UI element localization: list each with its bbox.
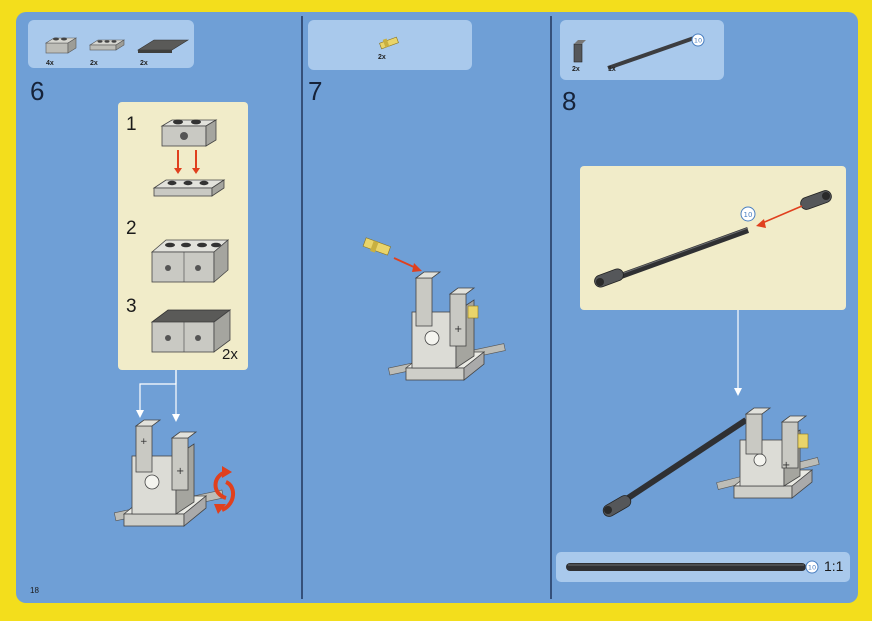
length-tag-icon: 10 — [805, 560, 819, 574]
step6-parts-illustrations — [44, 37, 190, 54]
step6-subassembly-callout: 1 2 3 2x — [118, 102, 248, 370]
step6-parts-list: 4x 2x 2x — [28, 20, 194, 68]
technic-pin-icon — [362, 237, 391, 256]
axle-icon — [614, 417, 748, 509]
column-divider-left — [301, 16, 303, 599]
part-qty: 2x — [90, 60, 98, 67]
substep-number: 3 — [126, 296, 137, 317]
svg-text:+: + — [176, 466, 184, 477]
brick-assembly-icon — [150, 239, 230, 283]
axle-icon — [608, 227, 750, 283]
step-number: 7 — [308, 76, 323, 106]
step8-subassembly-callout: 10 — [580, 166, 846, 310]
step7-parts-list: 2x — [308, 20, 472, 70]
part-qty: 2x — [572, 66, 580, 73]
column-divider-right — [550, 16, 552, 599]
step-number: 8 — [562, 86, 577, 116]
tile-icon — [136, 39, 190, 53]
part-qty: 1x — [608, 66, 616, 73]
length-tag-icon: 10 — [691, 33, 705, 47]
scale-reference: 10 1:1 — [556, 552, 850, 582]
beam-connector-icon — [602, 495, 632, 517]
page-number: 18 — [30, 586, 39, 595]
length-tag: 10 — [694, 37, 702, 45]
page-background: 4x 2x 2x 6 1 2 3 2x — [16, 12, 858, 603]
axle-icon — [607, 36, 695, 70]
step8-parts-list: 10 2x 1x — [560, 20, 724, 80]
beam-connector-icon — [573, 40, 586, 63]
assembly-arrow — [393, 257, 422, 272]
step6-substep-illustrations — [150, 119, 232, 353]
step7-parts-illustrations — [379, 36, 399, 50]
tiled-assembly-icon — [150, 309, 232, 353]
svg-text:+: + — [454, 324, 462, 335]
beam-connector-icon — [800, 190, 832, 210]
part-qty: 2x — [378, 54, 386, 61]
step8-subassembly-illustration: 10 — [594, 190, 832, 288]
placement-guide-line — [734, 310, 742, 396]
multiplier-label: 2x — [222, 346, 238, 363]
placement-guide-lines — [136, 370, 180, 422]
assembly-arrow — [174, 150, 200, 174]
part-qty: 2x — [140, 60, 148, 67]
length-tag: 10 — [808, 564, 816, 572]
scale-label: 1:1 — [824, 558, 844, 574]
rotate-arrow-icon — [213, 466, 235, 514]
beam-connector-icon — [594, 268, 624, 288]
length-tag-icon: 10 — [740, 206, 756, 222]
plate-icon — [88, 39, 126, 51]
assembly-arrow — [756, 205, 803, 228]
step8-model-illustration: + — [602, 310, 820, 517]
step8-parts-illustrations: 10 — [573, 33, 705, 70]
step6-model-illustration: + + — [113, 370, 235, 527]
part-qty: 4x — [46, 60, 54, 67]
step7-model-illustration: + — [362, 237, 506, 381]
plate-icon — [152, 179, 226, 197]
technic-brick-icon — [44, 37, 78, 54]
svg-text:+: + — [140, 437, 148, 447]
brick-icon — [160, 119, 218, 147]
substep-number: 2 — [126, 218, 137, 239]
step-number: 6 — [30, 76, 45, 106]
substep-number: 1 — [126, 114, 137, 135]
length-tag: 10 — [744, 211, 753, 219]
technic-pin-icon — [379, 36, 399, 50]
scale-axle-illustration: 10 — [566, 560, 819, 574]
svg-text:+: + — [782, 460, 790, 471]
